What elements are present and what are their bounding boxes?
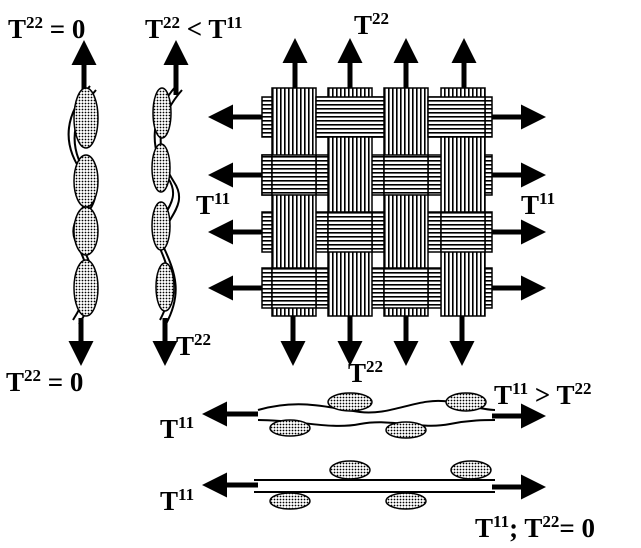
label-left-lower: T11 bbox=[160, 485, 194, 516]
label-right-upper: T11 > T22 bbox=[494, 379, 591, 410]
label-bottom-right: T11; T22= 0 bbox=[475, 512, 595, 543]
yarn-crimped-zero-tension bbox=[67, 40, 99, 366]
label-bottom-left-a: T22 = 0 bbox=[6, 366, 83, 397]
label-left-mid: T11 bbox=[196, 189, 230, 220]
label-mid-bottom: T22 bbox=[348, 357, 383, 388]
label-left-upper: T11 bbox=[160, 413, 194, 444]
label-top-left-a: T22 = 0 bbox=[8, 13, 85, 44]
label-right-mid: T11 bbox=[521, 189, 555, 220]
weft-crossings bbox=[261, 96, 486, 309]
label-bottom-left-b: T22 bbox=[176, 330, 211, 361]
yarn-horizontal-straight bbox=[202, 460, 546, 510]
fabric-vertical-arrows bbox=[280, 38, 477, 366]
yarn-horizontal-partial-crimp bbox=[202, 392, 546, 439]
woven-fabric bbox=[208, 38, 546, 366]
label-top-mid: T22 bbox=[354, 9, 389, 40]
yarn-crimped-partial-tension bbox=[151, 40, 189, 366]
label-top-left-b: T22 < T11 bbox=[145, 13, 242, 44]
fabric-horizontal-arrows bbox=[208, 104, 546, 301]
